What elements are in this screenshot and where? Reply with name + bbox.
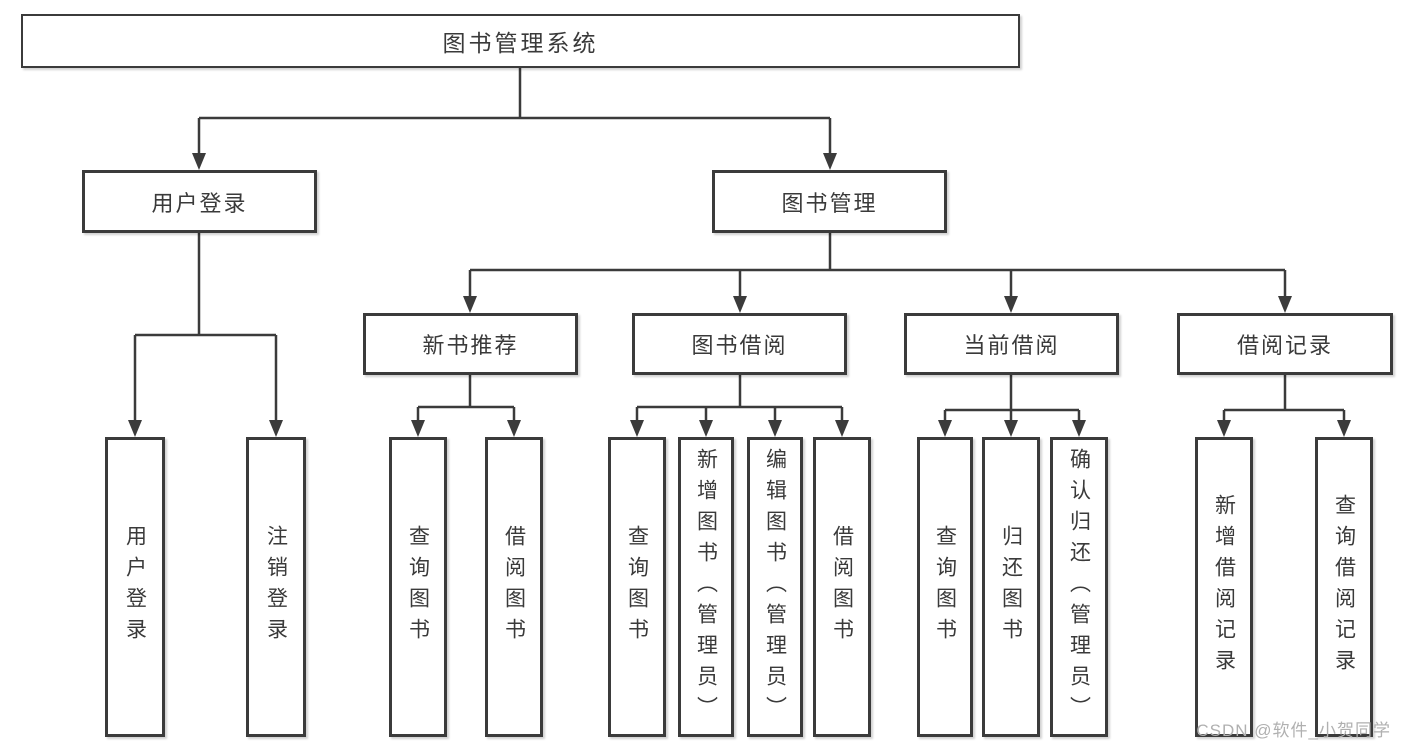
node-borrowing-records: 借阅记录 <box>1177 313 1393 375</box>
leaf-user-login: 用户登录 <box>105 437 165 737</box>
leaf-edit-books-admin: 编辑图书（管理员） <box>747 437 803 737</box>
leaf-logout-login: 注销登录 <box>246 437 306 737</box>
leaf-borrow-books: 借阅图书 <box>813 437 871 737</box>
leaf-query-books-borrow: 查询图书 <box>608 437 666 737</box>
leaf-query-borrow-record: 查询借阅记录 <box>1315 437 1373 737</box>
leaf-query-books-current: 查询图书 <box>917 437 973 737</box>
leaf-confirm-return-admin: 确认归还（管理员） <box>1050 437 1108 737</box>
leaf-return-books: 归还图书 <box>982 437 1040 737</box>
node-new-book-recommend: 新书推荐 <box>363 313 578 375</box>
leaf-add-books-admin: 新增图书（管理员） <box>678 437 734 737</box>
node-book-management: 图书管理 <box>712 170 947 233</box>
leaf-borrow-books-recommend: 借阅图书 <box>485 437 543 737</box>
leaf-add-borrow-record: 新增借阅记录 <box>1195 437 1253 737</box>
node-book-borrowing: 图书借阅 <box>632 313 847 375</box>
node-library-management-system: 图书管理系统 <box>21 14 1020 68</box>
node-current-borrowing: 当前借阅 <box>904 313 1119 375</box>
csdn-watermark: CSDN @软件_小贺同学 <box>1196 721 1391 740</box>
leaf-query-books-recommend: 查询图书 <box>389 437 447 737</box>
arrowheads <box>128 153 1351 437</box>
node-user-login: 用户登录 <box>82 170 317 233</box>
